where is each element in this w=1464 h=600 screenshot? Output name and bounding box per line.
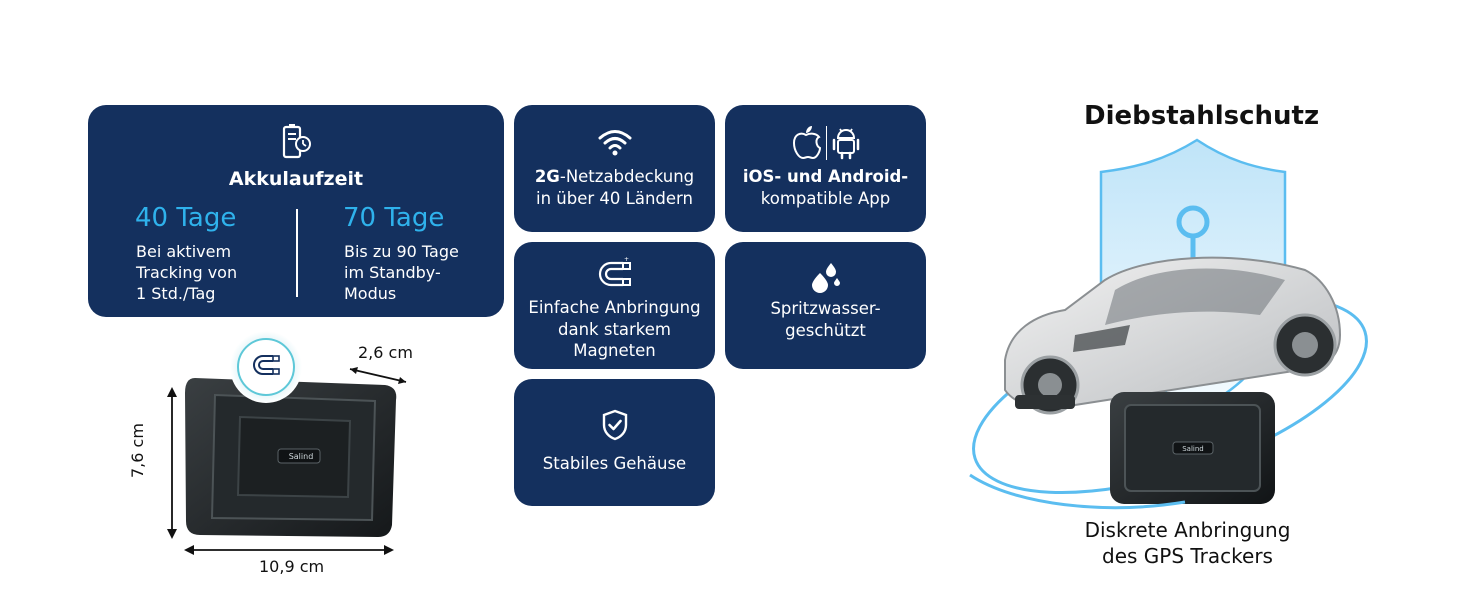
network-line2: in über 40 Ländern — [536, 188, 693, 208]
splash-card: Spritzwasser- geschützt — [725, 242, 926, 369]
magnet-card: + Einfache Anbringung dank starkem Magne… — [514, 242, 715, 369]
app-label: iOS- und Android- kompatible App — [725, 166, 926, 209]
battery-clock-icon — [282, 124, 311, 159]
standby-desc-line3: Modus — [344, 284, 397, 303]
gps-tracker-illustration: Salind — [167, 331, 407, 555]
network-line1: -Netzabdeckung — [559, 167, 695, 186]
android-icon — [832, 128, 859, 160]
active-desc-line1: Bei aktivem — [136, 242, 232, 261]
housing-label: Stabiles Gehäuse — [542, 454, 687, 473]
app-line1: iOS- und Android- — [742, 167, 909, 186]
theft-title: Diebstahlschutz — [1084, 101, 1320, 131]
depth-label: 2,6 cm — [358, 343, 413, 362]
magnet-line3: Magneten — [573, 341, 656, 360]
splash-label: Spritzwasser- geschützt — [725, 298, 926, 341]
width-label: 10,9 cm — [259, 557, 325, 576]
magnet-label: Einfache Anbringung dank starkem Magnete… — [514, 297, 715, 362]
car-shield-illustration: Salind — [969, 138, 1368, 510]
divider — [296, 209, 298, 297]
theft-caption: Diskrete Anbringung des GPS Trackers — [1050, 517, 1325, 569]
splash-line2: geschützt — [785, 320, 866, 340]
battery-title: Akkulaufzeit — [228, 168, 364, 190]
shield-check-icon — [602, 409, 627, 441]
magnet-line1: Einfache Anbringung — [528, 298, 701, 317]
water-drops-icon — [811, 263, 840, 293]
magnet-line2: dank starkem — [558, 319, 671, 339]
caption-line1: Diskrete Anbringung — [1084, 518, 1291, 542]
app-icons — [791, 124, 861, 162]
battery-life-card: Akkulaufzeit 40 Tage Bei aktivem Trackin… — [88, 105, 504, 317]
active-desc-line3: 1 Std./Tag — [136, 284, 216, 303]
caption-line2: des GPS Trackers — [1102, 544, 1273, 568]
magnet-icon: + — [598, 257, 631, 287]
svg-text:+: + — [623, 257, 628, 263]
standby-days-value: 70 Tage — [343, 203, 445, 233]
active-desc-line2: Tracking von — [136, 263, 238, 282]
active-days-value: 40 Tage — [135, 203, 237, 233]
icon-divider — [825, 126, 827, 160]
height-label: 7,6 cm — [128, 423, 147, 478]
device-brand: Salind — [289, 452, 314, 461]
apple-icon — [792, 126, 821, 160]
network-label: 2G-Netzabdeckung in über 40 Ländern — [514, 166, 715, 209]
app-card: iOS- und Android- kompatible App — [725, 105, 926, 232]
app-line2: kompatible App — [760, 188, 891, 208]
network-bold: 2G — [534, 167, 560, 186]
car-tracker-brand: Salind — [1182, 445, 1204, 453]
wifi-icon — [598, 130, 631, 156]
magnet-badge-icon — [253, 355, 280, 375]
standby-desc-line2: im Standby- — [344, 263, 441, 282]
network-card: 2G-Netzabdeckung in über 40 Ländern — [514, 105, 715, 232]
standby-desc: Bis zu 90 Tage im Standby- Modus — [344, 241, 459, 304]
active-desc: Bei aktivem Tracking von 1 Std./Tag — [136, 241, 237, 304]
standby-desc-line1: Bis zu 90 Tage — [344, 242, 459, 261]
tracker-on-car: Salind — [1110, 392, 1275, 504]
splash-line1: Spritzwasser- — [770, 299, 881, 318]
housing-card: Stabiles Gehäuse — [514, 379, 715, 506]
car-icon — [1004, 256, 1342, 415]
